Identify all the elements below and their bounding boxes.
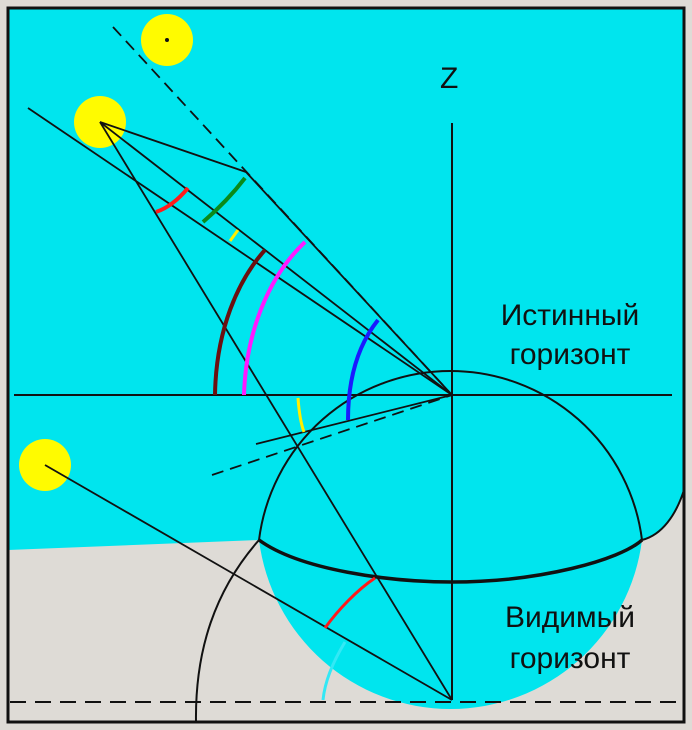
sky-area xyxy=(8,8,684,709)
arc-red-lower xyxy=(323,576,376,629)
sun-apparent-center xyxy=(165,38,169,42)
visible-horizon-label-2: горизонт xyxy=(510,642,631,675)
zenith-label: Z xyxy=(440,62,458,95)
frame xyxy=(6,6,686,724)
arc-blue xyxy=(346,318,380,421)
globe-arc-left xyxy=(194,539,260,723)
ray-sun-to-observer xyxy=(99,121,453,396)
true-horizon-label-2: горизонт xyxy=(510,338,631,371)
visible-horizon-label-1: Видимый xyxy=(505,601,635,634)
arc-magenta xyxy=(242,240,307,396)
true-horizon-label-1: Истинный xyxy=(501,299,640,332)
dip-line-solid xyxy=(255,394,453,445)
arc-brown xyxy=(213,248,267,396)
globe-arc-upper xyxy=(258,370,643,541)
ray-low-sun xyxy=(44,464,453,701)
ray-sun-apex xyxy=(99,121,247,173)
ray-short-upper xyxy=(245,171,453,396)
arc-yellow-upper xyxy=(228,229,240,242)
arc-red-upper xyxy=(155,186,190,214)
globe-right-edge xyxy=(641,489,685,541)
arc-yellow-lower xyxy=(296,397,306,433)
arc-green xyxy=(201,176,247,224)
ray-long-diagonal xyxy=(27,107,453,396)
dip-line-dashed xyxy=(211,394,453,476)
arc-cyan xyxy=(321,641,347,701)
ray-sun-to-ground xyxy=(99,121,453,701)
